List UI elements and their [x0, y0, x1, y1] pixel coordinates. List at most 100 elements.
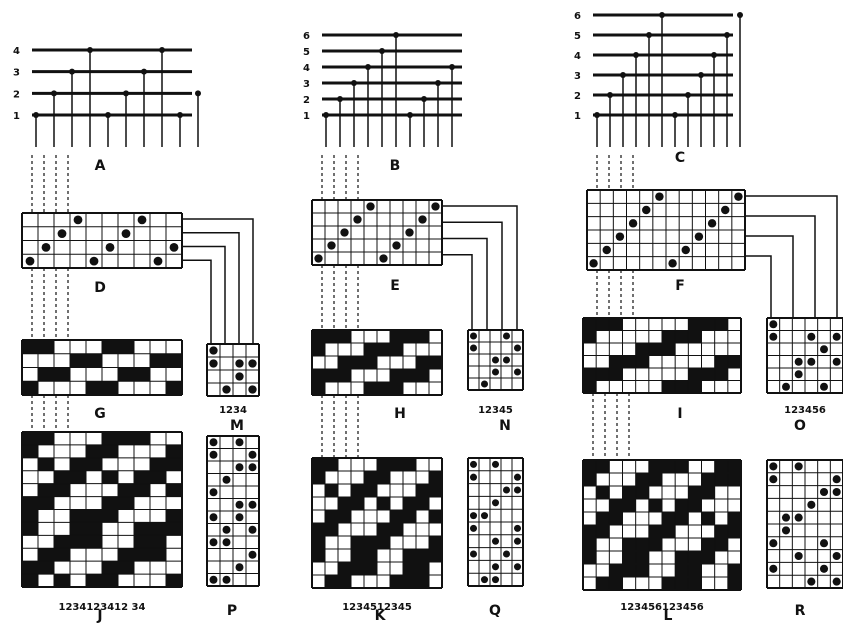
grid-cell-filled	[70, 457, 86, 471]
grid-cell-dot	[235, 563, 244, 572]
grid-cell-filled	[312, 536, 325, 549]
fabric-label: L	[664, 608, 673, 624]
grid-cell-filled	[688, 368, 702, 381]
node-dot	[594, 112, 600, 118]
node-dot	[659, 12, 665, 18]
peg-grid	[206, 435, 260, 587]
leader-line	[182, 259, 212, 344]
grid-cell-filled	[429, 356, 442, 369]
grid-cell-dot	[431, 202, 440, 211]
grid-cell-dot	[89, 256, 99, 266]
grid-cell-dot	[222, 385, 231, 394]
grid-cell-dot	[502, 486, 511, 494]
leader-line	[442, 221, 503, 330]
leader-line	[182, 245, 226, 344]
grid-cell-filled	[38, 483, 54, 497]
weave-grid	[582, 317, 742, 394]
grid-cell-filled	[150, 457, 166, 471]
grid-cell-filled	[416, 562, 429, 575]
grid-cell-filled	[635, 473, 649, 486]
weave-grid	[21, 339, 183, 396]
grid-cell-filled	[377, 471, 390, 484]
grid-cell-filled	[325, 510, 338, 523]
grid-cell-filled	[70, 353, 86, 368]
grid-cell-dot	[769, 462, 778, 471]
grid-cell-dot	[502, 356, 511, 364]
grid-cell-filled	[688, 330, 702, 343]
grid-cell-dot	[469, 473, 478, 481]
grid-cell-dot	[222, 475, 231, 484]
grid-cell-filled	[118, 548, 134, 562]
leader-line	[745, 195, 838, 318]
grid-cell-dot	[469, 344, 478, 352]
grid-cell-filled	[403, 458, 416, 471]
grid-cell-dot	[794, 357, 803, 366]
grid-cell-filled	[86, 353, 102, 368]
grid-cell-dot	[248, 385, 257, 394]
grid-cell-filled	[596, 577, 610, 590]
grid-cell-filled	[596, 512, 610, 525]
grid-cell-filled	[390, 369, 403, 382]
grid-cell-filled	[54, 548, 70, 562]
grid-cell-dot	[248, 359, 257, 368]
grid-cell-dot	[513, 524, 522, 532]
grid-cell-filled	[364, 382, 377, 395]
node-dot	[724, 32, 730, 38]
grid-cell-dot	[491, 537, 500, 545]
grid-cell-dot	[807, 357, 816, 366]
grid-cell-filled	[662, 380, 676, 393]
grid-cell-filled	[86, 522, 102, 536]
grid-cell-dot	[209, 538, 218, 547]
leader-lines	[442, 205, 518, 330]
grid-cell-dot	[222, 538, 231, 547]
grid-cell-dot	[794, 513, 803, 522]
grid-cell-dot	[794, 370, 803, 379]
grid-cell-filled	[54, 483, 70, 497]
grid-cell-dot	[615, 232, 625, 241]
grid-cell-dot	[480, 512, 489, 520]
grid-cell-filled	[86, 535, 102, 549]
grid-cell-filled	[583, 460, 597, 473]
grid-cell-filled	[22, 340, 38, 354]
grid-cell-filled	[377, 523, 390, 536]
node-dot	[337, 96, 343, 102]
grid-cell-dot	[41, 242, 51, 252]
grid-cell-dot	[832, 357, 841, 366]
node-dot	[69, 68, 75, 75]
grid-cell-dot	[222, 525, 231, 534]
grid-cell-dot	[819, 539, 829, 548]
weave-label: H	[394, 406, 406, 422]
grid-cell-dot	[405, 228, 414, 237]
grid-cell-dot	[491, 460, 500, 468]
grid-cell-filled	[150, 522, 166, 536]
threading-grid	[586, 189, 746, 271]
grid-cell-filled	[325, 330, 338, 343]
grid-cell-filled	[54, 470, 70, 484]
grid-cell-filled	[134, 432, 150, 445]
grid-cell-filled	[86, 444, 102, 458]
grid-cell-filled	[416, 369, 429, 382]
grid-cell-filled	[102, 432, 118, 445]
grid-cell-dot	[832, 551, 841, 561]
grid-cell-filled	[166, 574, 182, 587]
grid-cell-filled	[701, 473, 715, 486]
grid-cell-filled	[22, 574, 38, 587]
node-dot	[87, 47, 93, 53]
grid-cell-dot	[769, 320, 778, 329]
grid-cell-filled	[118, 432, 134, 445]
grid-cell-filled	[312, 471, 325, 484]
grid-cell-filled	[38, 496, 54, 510]
node-dot	[393, 32, 399, 38]
grid-cell-filled	[429, 536, 442, 549]
grid-cell-dot	[602, 245, 611, 255]
grid-cell-filled	[648, 343, 662, 356]
grid-cell-filled	[403, 562, 416, 575]
grid-cell-filled	[714, 460, 728, 473]
node-dot	[379, 48, 385, 54]
grid-cell-filled	[609, 318, 623, 331]
node-dot	[33, 112, 39, 118]
grid-cell-filled	[583, 368, 597, 381]
threading-label: E	[390, 278, 400, 294]
